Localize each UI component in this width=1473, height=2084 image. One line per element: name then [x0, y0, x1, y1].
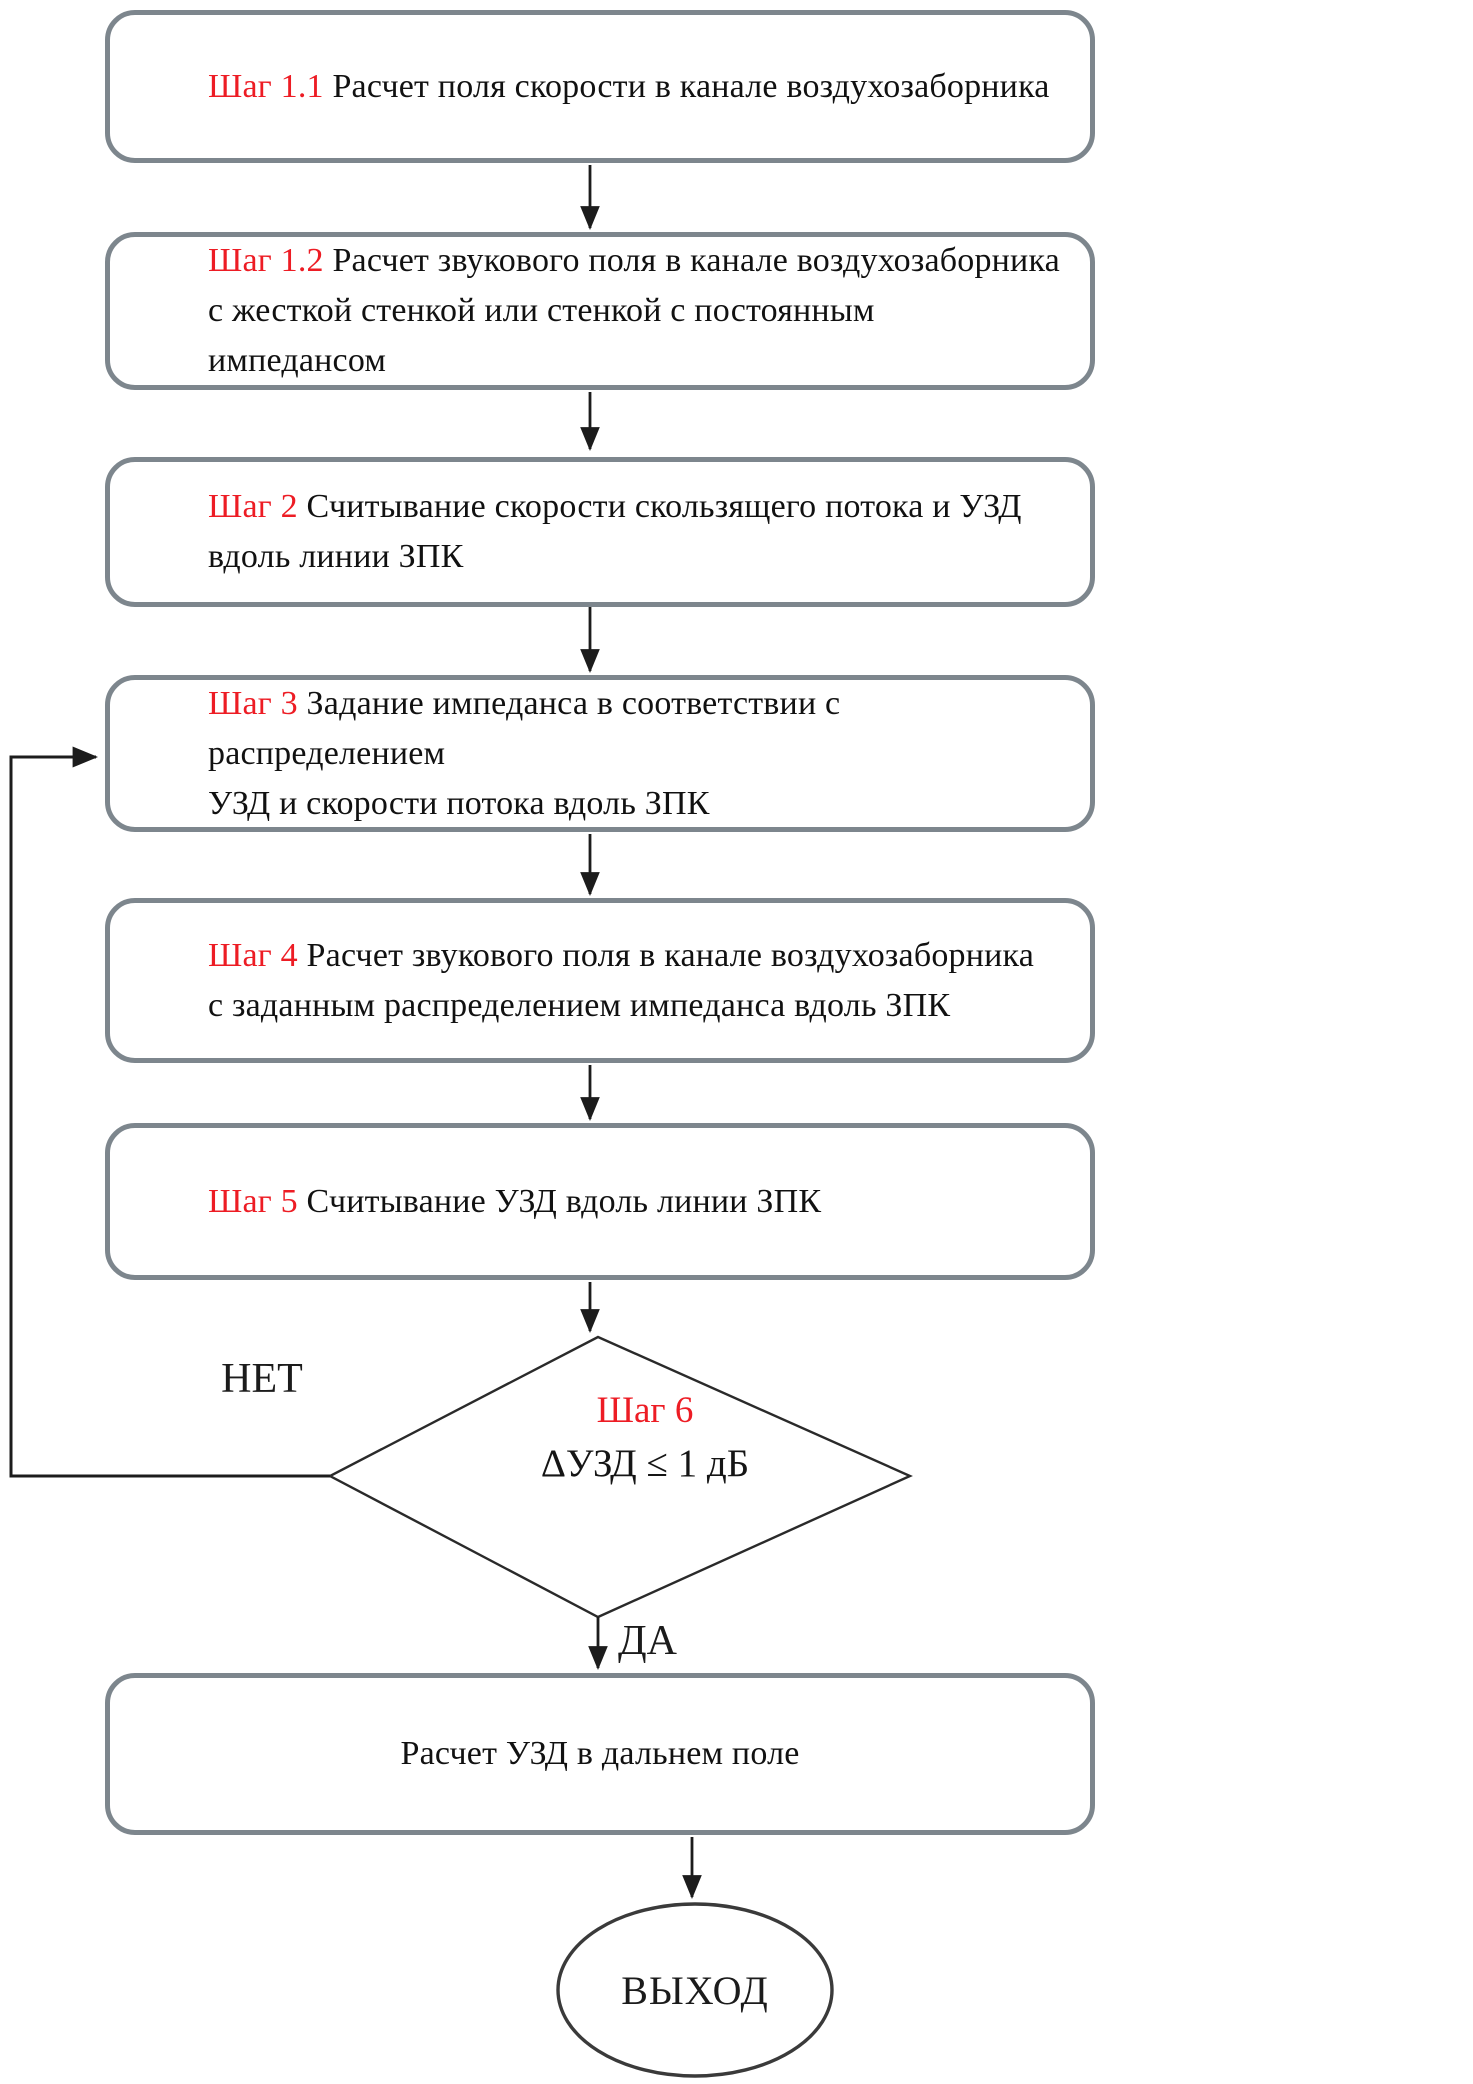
step-text: Расчет звукового поля в канале воздухоза… [297, 936, 1035, 974]
step-label: Шаг 1.2 [208, 242, 324, 279]
exit-terminator-label: ВЫХОД [621, 1967, 769, 2013]
step-box-1-2-line2: с жесткой стенкой или стенкой с постоянн… [208, 292, 875, 379]
step-box-5: Шаг 5 Считывание УЗД вдоль линии ЗПК [105, 1123, 1095, 1280]
step-box-2-line1: Шаг 2 Считывание скорости скользящего по… [208, 482, 1060, 532]
step-label: Шаг 1.1 [208, 67, 324, 105]
yes-edge-label: ДА [618, 1618, 677, 1664]
step-text: Считывание скорости скользящего потока и… [297, 488, 1022, 525]
step-box-1-2-line1: Шаг 1.2 Расчет звукового поля в канале в… [208, 236, 1060, 286]
no-loop-arrow [9, 746, 330, 1478]
step-box-4-line1: Шаг 4 Расчет звукового поля в канале воз… [208, 931, 1060, 981]
step-box-3-line2: УЗД и скорости потока вдоль ЗПК [208, 784, 710, 822]
step-box-4-line2: с заданным распределением импеданса вдол… [208, 986, 951, 1024]
step-box-1-1-line1: Шаг 1.1 Расчет поля скорости в канале во… [208, 62, 1060, 112]
step-box-2-line2: вдоль линии ЗПК [208, 538, 464, 575]
step-label: Шаг 4 [208, 936, 298, 974]
step-box-3: Шаг 3 Задание импеданса в соответствии с… [105, 675, 1095, 832]
step-box-1-2: Шаг 1.2 Расчет звукового поля в канале в… [105, 232, 1095, 390]
step-label: Шаг 2 [208, 488, 298, 525]
no-edge-label: НЕТ [221, 1356, 303, 1402]
decision-condition: ΔУЗД ≤ 1 дБ [540, 1442, 750, 1485]
step-box-1-1: Шаг 1.1 Расчет поля скорости в канале во… [105, 10, 1095, 163]
decision-step-label: Шаг 6 [596, 1390, 694, 1431]
step-box-3-line1: Шаг 3 Задание импеданса в соответствии с… [208, 679, 1060, 779]
step-box-4: Шаг 4 Расчет звукового поля в канале воз… [105, 898, 1095, 1063]
terminator-ellipse-shape [556, 1902, 834, 2078]
step-label: Шаг 5 [208, 1182, 298, 1220]
decision-diamond-text: Шаг 6 ΔУЗД ≤ 1 дБ [445, 1385, 845, 1491]
step-text: Расчет звукового поля в канале воздухоза… [323, 242, 1060, 279]
far-field-text: Расчет УЗД в дальнем поле [400, 1735, 800, 1772]
step-box-5-line1: Шаг 5 Считывание УЗД вдоль линии ЗПК [208, 1177, 1060, 1227]
step-text: Задание импеданса в соответствии с распр… [208, 684, 841, 772]
step-label: Шаг 3 [208, 684, 298, 722]
step-box-2: Шаг 2 Считывание скорости скользящего по… [105, 457, 1095, 607]
step-text: Расчет поля скорости в канале воздухозаб… [323, 67, 1050, 105]
far-field-box: Расчет УЗД в дальнем поле [105, 1673, 1095, 1835]
step-text: Считывание УЗД вдоль линии ЗПК [297, 1182, 822, 1220]
